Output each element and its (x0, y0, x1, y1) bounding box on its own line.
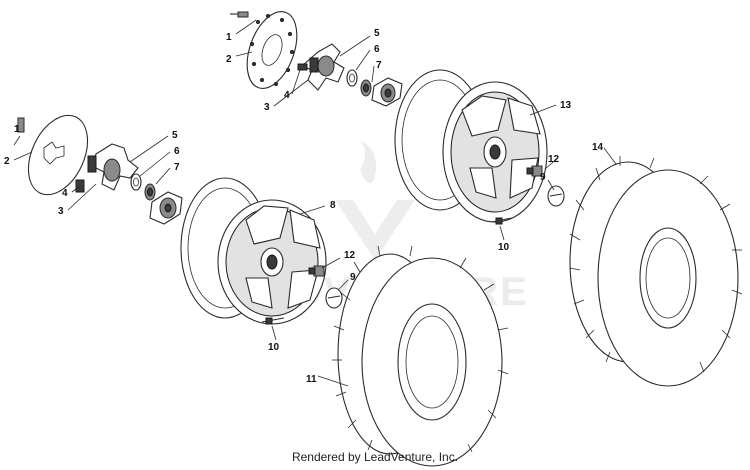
callout-8: 8 (330, 200, 336, 211)
callout-numbers: 1 2 3 4 5 6 7 1 2 3 4 5 6 7 13 12 9 10 1… (4, 28, 604, 385)
rear-tire (569, 156, 743, 387)
upper-seal (346, 69, 358, 87)
rear-lug-nut (526, 165, 543, 177)
lower-wheel-hub (149, 191, 183, 225)
leader-lines (13, 19, 617, 387)
upper-brake-disc (246, 11, 298, 89)
upper-wheel-stud (297, 63, 308, 71)
callout-6-lower: 6 (174, 146, 180, 157)
callout-6-upper: 6 (374, 44, 380, 55)
callout-4-lower: 4 (62, 188, 68, 199)
lower-hub-assembly (17, 114, 183, 225)
callout-7-lower: 7 (174, 162, 180, 173)
callout-10-front: 10 (268, 342, 280, 353)
lower-seal (130, 173, 142, 191)
rear-center-cap (547, 185, 565, 207)
front-center-cap (325, 287, 343, 309)
rear-valve-stem (491, 217, 513, 225)
lower-hub (87, 143, 139, 191)
callout-11: 11 (306, 374, 317, 385)
callout-3-lower: 3 (58, 206, 64, 217)
credit-footer: Rendered by LeadVenture, Inc. (291, 450, 459, 464)
callout-13: 13 (560, 100, 572, 111)
upper-hub-assembly (230, 11, 403, 107)
callout-1-lower: 1 (14, 124, 20, 135)
callout-2-upper: 2 (226, 54, 232, 65)
callout-5-lower: 5 (172, 130, 178, 141)
rear-rim (394, 69, 548, 223)
callout-1-upper: 1 (226, 32, 232, 43)
callout-2-lower: 2 (4, 156, 10, 167)
lower-brake-disc (27, 114, 89, 196)
callout-9-front: 9 (350, 272, 356, 283)
callout-12-front: 12 (344, 250, 356, 261)
lower-bearing (144, 183, 156, 201)
callout-9-rear: 9 (540, 172, 546, 183)
callout-12-rear: 12 (548, 154, 560, 165)
front-valve-stem (261, 317, 285, 325)
callout-3-upper: 3 (264, 102, 270, 113)
upper-bearing (360, 79, 372, 97)
front-lug-nut (308, 265, 325, 277)
front-tire (332, 245, 509, 467)
callout-10-rear: 10 (498, 242, 510, 253)
callout-4-upper: 4 (284, 90, 290, 101)
callout-7-upper: 7 (376, 60, 382, 71)
lower-disc-bolt (17, 117, 25, 133)
front-rim (180, 177, 327, 325)
callout-14: 14 (592, 142, 604, 153)
upper-wheel-hub (371, 77, 403, 107)
callout-5-upper: 5 (374, 28, 380, 39)
upper-hub (300, 43, 345, 91)
upper-disc-bolt (230, 11, 249, 18)
